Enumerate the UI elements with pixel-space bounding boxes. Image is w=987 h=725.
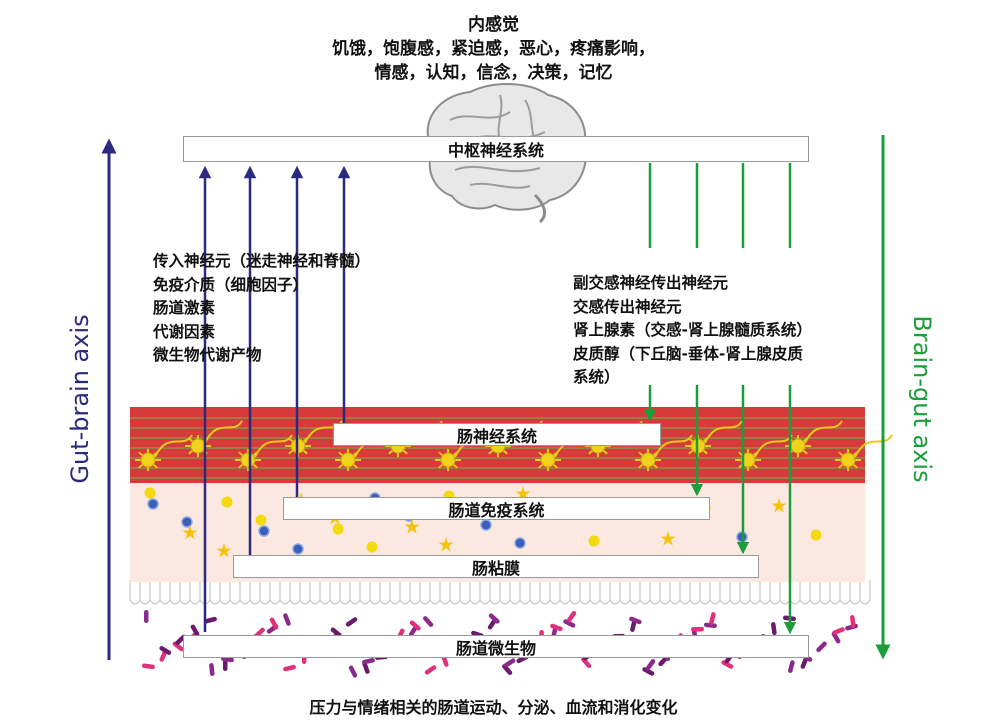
immune-cell xyxy=(147,498,159,510)
microbe xyxy=(209,663,215,677)
cns-box: 中枢神经系统 xyxy=(183,136,809,162)
microbe xyxy=(488,613,500,624)
immune-cell xyxy=(438,537,454,552)
brain-gut-axis-label: Brain-gut axis xyxy=(908,315,936,483)
microbe xyxy=(642,667,655,676)
microbe xyxy=(709,612,716,625)
microbe xyxy=(423,616,434,627)
immune-cell xyxy=(292,543,304,555)
list-item: 传入神经元（迷走神经和脊髓） xyxy=(153,252,371,270)
microbe xyxy=(550,623,563,632)
microbe xyxy=(503,658,516,668)
immune-cell xyxy=(514,537,526,549)
header-title: 内感觉 xyxy=(468,15,519,35)
immune-cell xyxy=(221,496,233,508)
gut-immune-system-box: 肠道免疫系统 xyxy=(283,497,710,520)
list-item: 代谢因素 xyxy=(153,322,216,341)
efferent-signals-list: 副交感神经传出神经元 交感传出神经元 肾上腺素（交感-肾上腺髓质系统） 皮质醇（… xyxy=(573,272,812,390)
list-item: 微生物代谢产物 xyxy=(153,346,262,364)
immune-cell xyxy=(810,529,822,541)
immune-cell xyxy=(144,487,156,499)
mucosa-villi xyxy=(129,578,871,605)
enteric-neurons xyxy=(135,420,893,471)
microbe xyxy=(788,660,795,673)
gut-brain-axis-label: Gut-brain axis xyxy=(66,314,94,484)
microbe xyxy=(269,617,279,630)
microbe xyxy=(204,616,217,624)
immune-cell xyxy=(366,541,378,553)
microbe xyxy=(566,610,577,623)
immune-cell xyxy=(181,516,193,528)
immune-cell xyxy=(182,525,198,540)
microbe xyxy=(144,610,149,623)
microbe xyxy=(629,616,642,625)
neuron xyxy=(835,434,893,471)
microbe xyxy=(424,665,437,675)
list-item: 交感传出神经元 xyxy=(573,297,682,316)
list-item: 肠道激素 xyxy=(153,299,216,317)
immune-cell xyxy=(216,543,232,558)
neuron xyxy=(635,434,693,471)
efferent-lines-top xyxy=(648,163,792,248)
efferent-arrows xyxy=(643,385,797,635)
enteric-nervous-system-box: 肠神经系统 xyxy=(333,423,661,446)
microbe xyxy=(141,663,155,670)
immune-cell xyxy=(258,525,270,537)
microbe xyxy=(832,627,845,635)
microbe xyxy=(645,659,656,671)
microbe xyxy=(348,665,358,678)
microbe xyxy=(283,613,291,626)
microbe xyxy=(190,624,200,637)
immune-cell xyxy=(515,486,531,501)
header-line-2: 情感，认知，信念，决策，记忆 xyxy=(374,63,613,83)
microbe xyxy=(345,617,358,627)
list-item: 系统） xyxy=(573,368,620,386)
immune-cell xyxy=(660,531,676,546)
microbe xyxy=(770,622,777,635)
list-item: 肾上腺素（交感-肾上腺髓质系统） xyxy=(573,321,812,339)
header-line-1: 饥饿，饱腹感，紧迫感，恶心，疼痛影响， xyxy=(332,39,655,59)
afferent-signals-list: 传入神经元（迷走神经和脊髓） 免疫介质（细胞因子） 肠道激素 代谢因素 微生物代… xyxy=(153,250,370,368)
immune-cell xyxy=(404,519,420,534)
list-item: 皮质醇（下丘脑-垂体-肾上腺皮质 xyxy=(573,344,803,363)
microbe xyxy=(816,641,827,653)
list-item: 免疫介质（细胞因子） xyxy=(153,275,309,294)
immune-cell xyxy=(255,514,267,526)
immune-cell xyxy=(332,523,344,535)
microbe xyxy=(362,657,375,665)
mucosa-box: 肠粘膜 xyxy=(233,555,759,578)
microbe xyxy=(721,660,734,669)
afferent-arrows xyxy=(198,165,351,632)
microbe xyxy=(362,661,370,674)
microbe xyxy=(850,615,856,629)
immune-cell xyxy=(771,498,787,513)
list-item: 副交感神经传出神经元 xyxy=(573,274,729,292)
immune-cell xyxy=(480,519,492,531)
microbe xyxy=(283,664,296,672)
microbe xyxy=(703,622,717,629)
microbe xyxy=(409,620,421,631)
immune-cell xyxy=(588,535,600,547)
microbiota-box: 肠道微生物 xyxy=(183,635,809,658)
microbe xyxy=(691,626,705,632)
neuron xyxy=(335,434,393,471)
microbe xyxy=(172,641,184,652)
microbe xyxy=(563,619,576,628)
neuron xyxy=(185,420,243,457)
footer-caption: 压力与情绪相关的肠道运动、分泌、血流和消化变化 xyxy=(309,698,678,717)
microbe xyxy=(159,646,172,655)
